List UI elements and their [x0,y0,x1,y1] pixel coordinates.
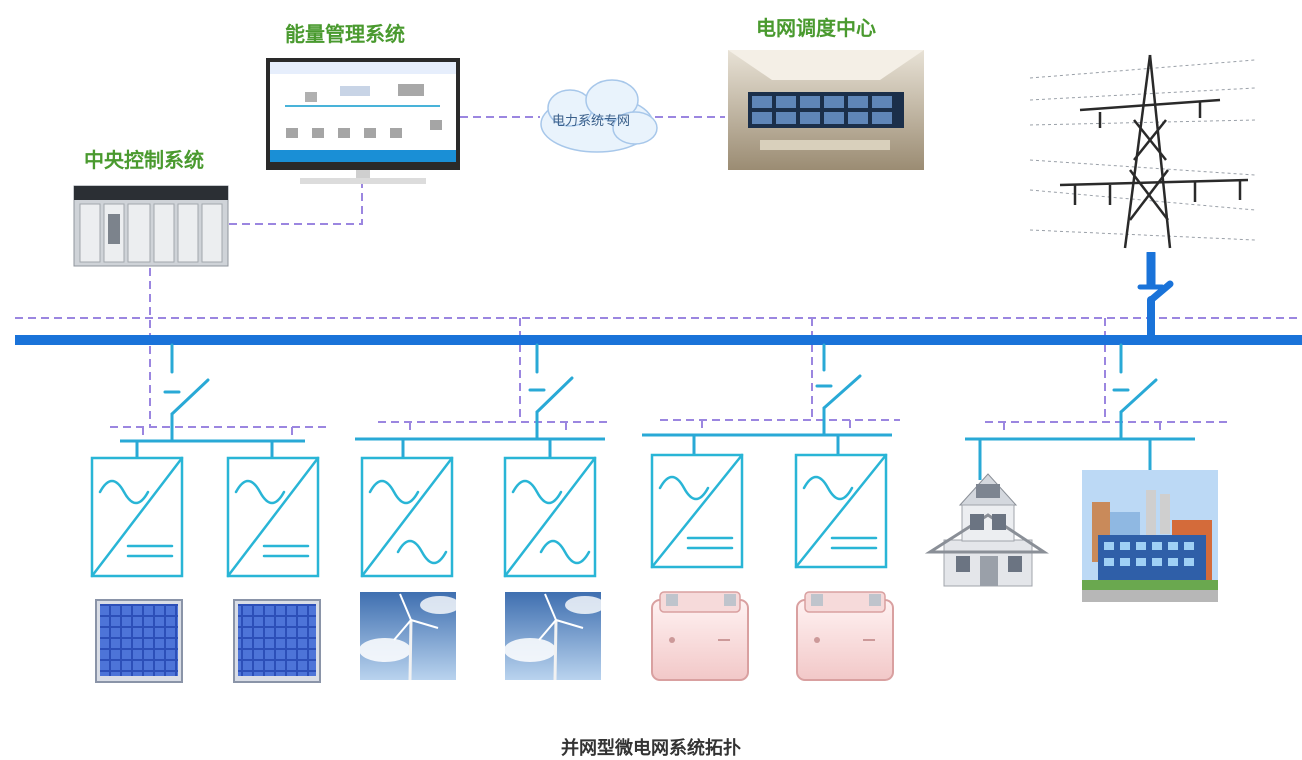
converter-icon[interactable] [226,456,320,578]
breaker-switch-icon[interactable] [163,343,210,443]
feeder-switches [163,343,1158,443]
transmission-tower-icon[interactable] [1022,40,1260,252]
grid-dispatch-center-label: 电网调度中心 [756,16,876,40]
breaker-switch-icon[interactable] [815,343,862,437]
wind-turbine-icon[interactable] [504,592,605,681]
monitor-icon[interactable] [266,58,460,184]
energy-management-system-label: 能量管理系统 [285,22,405,46]
cloud-icon [540,79,658,153]
main-power-bus [15,335,1302,345]
converter-icon[interactable] [650,453,744,569]
breaker-switch-icon[interactable] [528,343,574,441]
house-icon[interactable] [924,473,1049,587]
sub-feeders [120,433,1195,480]
converter-icon[interactable] [90,456,184,578]
central-control-system-label: 中央控制系统 [84,148,204,172]
battery-icon[interactable] [651,591,749,681]
battery-icon[interactable] [796,591,894,681]
breaker-switch-icon[interactable] [1112,343,1158,441]
converter-icon[interactable] [503,456,597,578]
diagram-caption: 并网型微电网系统拓扑 [561,738,741,759]
plc-rack-icon[interactable] [73,185,229,267]
factory-icon[interactable] [1082,470,1218,602]
converter-icon[interactable] [794,453,888,569]
converter-icon[interactable] [360,456,454,578]
power-private-network-label: 电力系统专网 [552,114,631,129]
control-room-icon[interactable] [728,50,924,170]
wind-turbine-icon[interactable] [359,592,460,681]
grid-tie [1137,248,1174,340]
solar-panel-icon[interactable] [233,599,321,683]
solar-panel-icon[interactable] [95,599,183,683]
